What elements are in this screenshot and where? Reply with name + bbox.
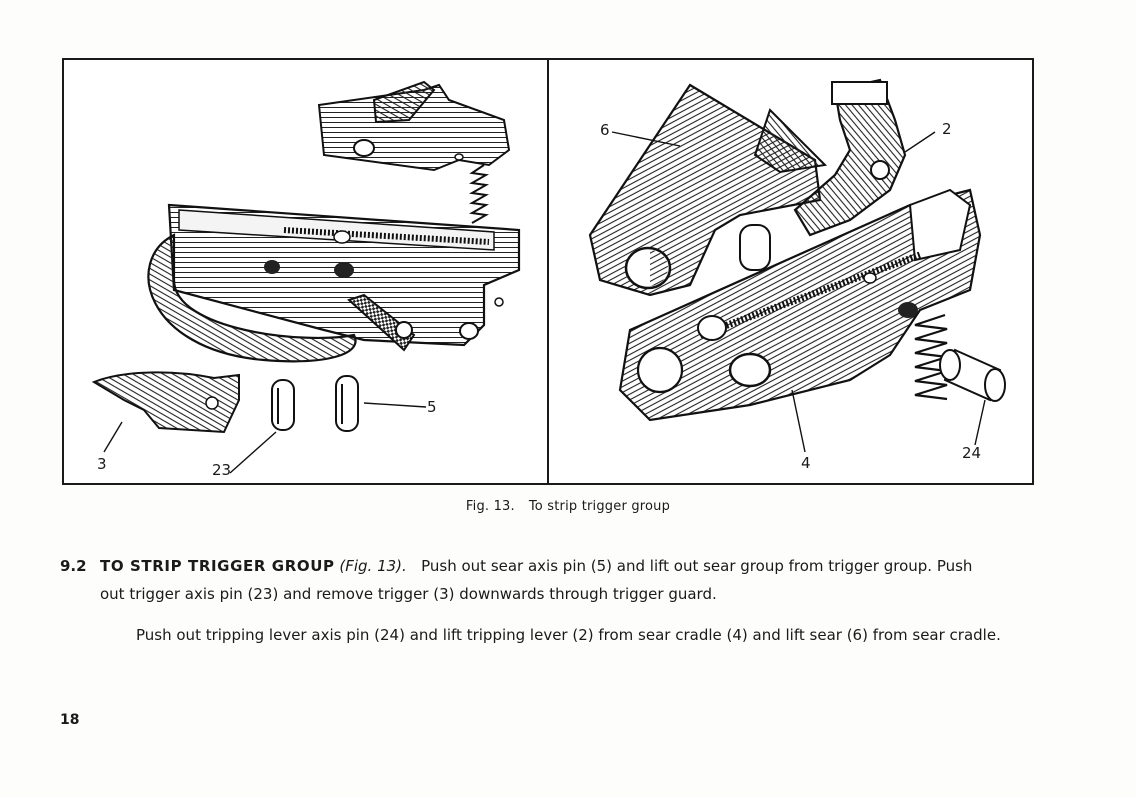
trigger-part xyxy=(91,371,240,434)
section-heading: TO STRIP TRIGGER GROUP xyxy=(100,557,335,575)
sear-axis-pin xyxy=(335,375,359,432)
section-line-1: 9.2 TO STRIP TRIGGER GROUP (Fig. 13). Pus… xyxy=(60,552,1045,580)
trigger-housing-part xyxy=(167,203,521,347)
figure-reference: (Fig. 13). xyxy=(339,557,407,575)
callout-3: 3 xyxy=(97,455,107,473)
figure-caption-text: To strip trigger group xyxy=(528,499,671,514)
section-text-line-1: Push out sear axis pin (5) and lift out … xyxy=(421,557,973,575)
trigger-axis-pin xyxy=(271,379,295,431)
callout-24: 24 xyxy=(962,444,982,462)
panel-divider xyxy=(547,58,549,485)
callout-5: 5 xyxy=(427,398,437,416)
sear-cradle-part xyxy=(618,188,982,422)
tripping-lever-part xyxy=(793,78,907,237)
spring-part xyxy=(468,164,490,224)
callout-6: 6 xyxy=(600,121,610,139)
page-number: 18 xyxy=(60,712,80,728)
sear-cradle-illustration xyxy=(588,78,1006,453)
trigger-guard-part xyxy=(147,233,357,363)
figure-number: Fig. 13. xyxy=(465,499,515,514)
figure-caption: Fig. 13. To strip trigger group xyxy=(0,499,1136,514)
callout-2: 2 xyxy=(942,120,952,138)
sear-part xyxy=(588,83,828,297)
callout-4: 4 xyxy=(801,454,811,472)
section-number: 9.2 xyxy=(60,557,87,575)
section-text-line-2: out trigger axis pin (23) and remove tri… xyxy=(100,585,717,603)
section-paragraph-2: Push out tripping lever axis pin (24) an… xyxy=(136,626,1001,644)
tripping-lever-axis-pin xyxy=(939,348,1006,402)
section-9-2: 9.2 TO STRIP TRIGGER GROUP (Fig. 13). Pus… xyxy=(60,552,1045,608)
callout-23: 23 xyxy=(212,461,232,479)
sear-group-part xyxy=(317,80,511,172)
trigger-group-illustration xyxy=(91,80,521,474)
